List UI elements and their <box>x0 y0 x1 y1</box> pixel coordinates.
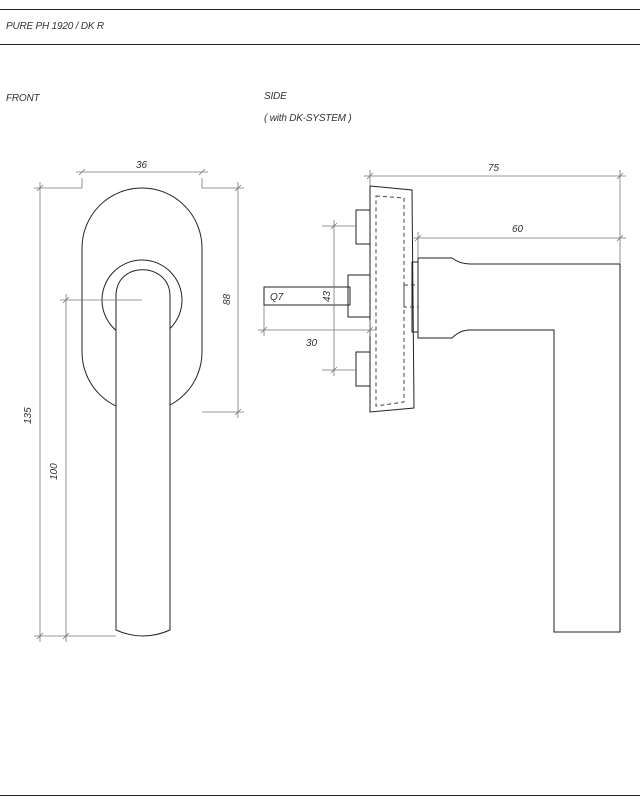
side-rosette-body <box>369 185 415 413</box>
side-bottom-boss <box>355 351 371 387</box>
side-spindle-bushing <box>347 274 371 318</box>
side-lever-outline <box>417 257 621 633</box>
front-dimension-lines <box>34 168 244 642</box>
spindle-label: Q7 <box>270 292 284 303</box>
dim-side-lever: 60 <box>512 224 524 235</box>
dim-spindle-height: 43 <box>322 290 333 302</box>
dim-side-total: 75 <box>488 163 500 174</box>
side-spindle <box>263 286 351 306</box>
side-rosette-hidden <box>375 195 405 407</box>
front-lever-outline <box>115 269 171 637</box>
header-bottom-line <box>0 44 640 45</box>
side-view-sublabel: ( with DK-SYSTEM ) <box>264 113 352 124</box>
dim-front-width: 36 <box>136 160 148 171</box>
drawing-title: PURE PH 1920 / DK R <box>6 21 104 32</box>
top-border-line <box>0 9 640 10</box>
side-view <box>263 185 621 633</box>
dim-lever-length: 100 <box>49 463 60 480</box>
side-view-label: SIDE <box>264 91 287 102</box>
bottom-border-line <box>0 795 640 796</box>
dim-total-height: 135 <box>23 407 34 424</box>
dim-spindle-length: 30 <box>306 338 318 349</box>
dim-rosette-height: 88 <box>222 293 233 305</box>
front-view-label: FRONT <box>6 93 40 104</box>
front-view <box>81 187 203 637</box>
side-top-boss <box>355 209 371 245</box>
side-dimension-lines <box>258 170 626 376</box>
